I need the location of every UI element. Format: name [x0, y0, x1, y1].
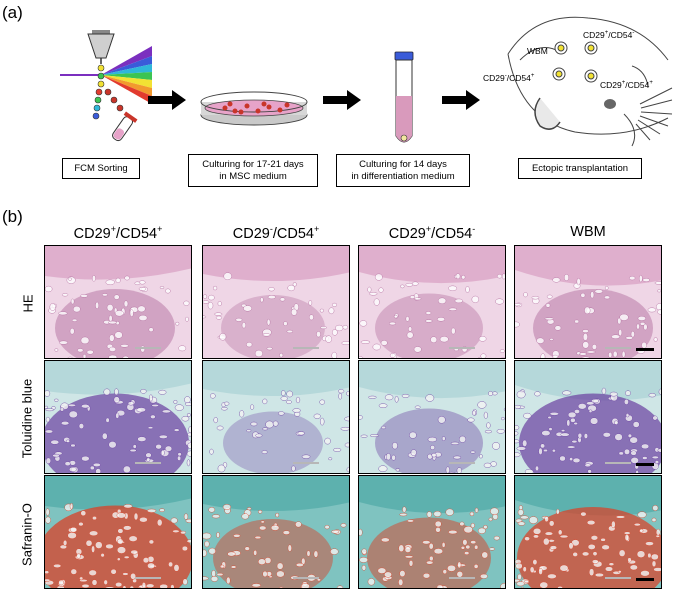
- conical-tube-icon: [394, 51, 414, 143]
- scale-bar-faint: [449, 462, 475, 464]
- tile-safranin-o-cd29pos-cd54pos: [44, 475, 192, 589]
- stain-texture: [203, 361, 349, 473]
- panel-a-label: (a): [2, 3, 23, 22]
- tile-he-wbm: [514, 245, 662, 359]
- column-header-cd29neg-cd54pos: CD29-/CD54+: [232, 224, 320, 242]
- tile-toluidine-blue-cd29neg-cd54pos: [202, 360, 350, 474]
- stain-texture: [515, 476, 661, 588]
- scale-bar-faint: [605, 347, 631, 349]
- workflow-schematic: [60, 16, 673, 147]
- step-ectopic-transplantation: Ectopic transplantation: [518, 158, 642, 179]
- stain-texture: [45, 476, 191, 588]
- row-header-safranin-o: Safranin-O: [19, 503, 35, 566]
- mouse-label-cd29pos-cd54pos: CD29+/CD54+: [600, 80, 653, 90]
- mouse-label-wbm: WBM: [527, 46, 548, 56]
- scale-bar-faint: [135, 462, 161, 464]
- step-fcm-sorting: FCM Sorting: [62, 158, 140, 179]
- tile-safranin-o-wbm: [514, 475, 662, 589]
- flow-cytometer-icon: [60, 30, 152, 142]
- stain-texture: [203, 246, 349, 358]
- column-header-cd29pos-cd54neg: CD29+/CD54-: [388, 224, 476, 242]
- stain-texture: [359, 361, 505, 473]
- scale-bar-faint: [293, 462, 319, 464]
- scale-bar-faint: [293, 577, 319, 579]
- tile-he-cd29neg-cd54pos: [202, 245, 350, 359]
- scale-bar-faint: [605, 577, 631, 579]
- mouse-label-cd29neg-cd54pos: CD29-/CD54+: [483, 73, 535, 83]
- stain-texture: [359, 476, 505, 588]
- scale-bar-faint: [449, 577, 475, 579]
- panel-b-label: (b): [2, 207, 23, 226]
- stain-texture: [45, 361, 191, 473]
- scale-bar: [636, 578, 654, 581]
- row-header-he: HE: [20, 294, 36, 313]
- tile-toluidine-blue-cd29pos-cd54neg: [358, 360, 506, 474]
- mouse-illustration: [507, 16, 673, 147]
- scale-bar-faint: [135, 347, 161, 349]
- scale-bar-faint: [449, 347, 475, 349]
- scale-bar-faint: [135, 577, 161, 579]
- scale-bar-faint: [605, 462, 631, 464]
- implant-sites: [552, 41, 598, 83]
- column-header-cd29pos-cd54pos: CD29+/CD54+: [73, 224, 163, 242]
- arrow-right-icon: [148, 90, 186, 110]
- tile-he-cd29pos-cd54pos: [44, 245, 192, 359]
- stain-texture: [515, 361, 661, 473]
- scale-bar: [636, 463, 654, 466]
- row-header-toluidine-blue: Toluidine blue: [19, 378, 35, 459]
- scale-bar: [636, 348, 654, 351]
- mouse-label-cd29pos-cd54neg: CD29+/CD54-: [583, 30, 635, 40]
- tile-toluidine-blue-cd29pos-cd54pos: [44, 360, 192, 474]
- petri-dish-icon: [200, 91, 308, 126]
- stain-texture: [359, 246, 505, 358]
- tile-safranin-o-cd29pos-cd54neg: [358, 475, 506, 589]
- tile-toluidine-blue-wbm: [514, 360, 662, 474]
- stain-texture: [203, 476, 349, 588]
- stain-texture: [45, 246, 191, 358]
- tile-he-cd29pos-cd54neg: [358, 245, 506, 359]
- arrow-right-icon: [442, 90, 480, 110]
- tile-safranin-o-cd29neg-cd54pos: [202, 475, 350, 589]
- arrow-right-icon: [323, 90, 361, 110]
- column-header-wbm: WBM: [570, 224, 606, 240]
- stain-texture: [515, 246, 661, 358]
- scale-bar-faint: [293, 347, 319, 349]
